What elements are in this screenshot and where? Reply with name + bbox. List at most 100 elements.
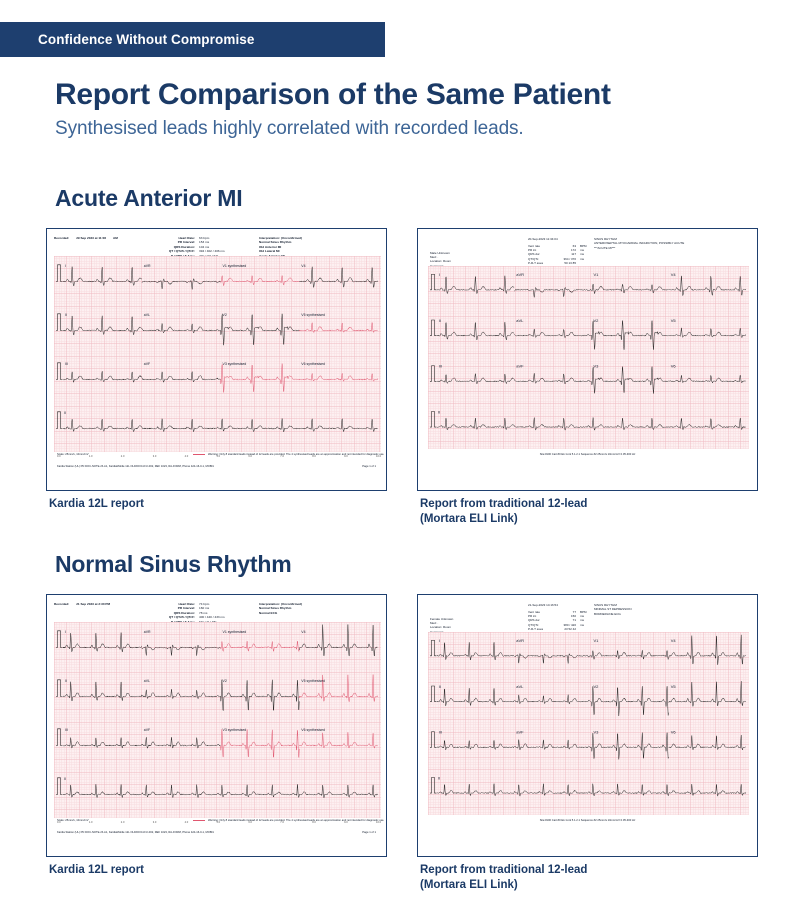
text-line: ***ACUTE MI*** xyxy=(594,245,616,250)
page-subtitle: Synthesised leads highly correlated with… xyxy=(55,118,524,139)
measurement-val: 50 13 85 xyxy=(564,260,576,265)
axis-tick-label: 3.0 xyxy=(152,821,157,824)
axis-tick-label: 0.0 xyxy=(57,821,61,824)
text-line: SINUS RHYTHM xyxy=(594,603,617,607)
measurement-unit: ms xyxy=(580,256,584,261)
footer-warning: Warning: Only 8 standard leads instead o… xyxy=(193,453,384,456)
measurement-value: 63 bpm xyxy=(199,236,210,240)
measurement-label: QT / QTcB / QTcF: xyxy=(168,615,195,620)
measurement-value: 394 / 402 / 406 ms xyxy=(199,249,225,254)
measurement-row: QRS Duration:78 ms xyxy=(141,611,257,615)
ecg-grid-area xyxy=(428,632,749,815)
measurement-row: PR Interval:160 ms xyxy=(141,606,257,610)
measurement-unit xyxy=(576,627,598,631)
measurement-val: 117 xyxy=(571,252,576,257)
measurement-label: Heart Rate: xyxy=(178,236,195,240)
caption-mortara-nsr: Report from traditional 12-lead (Mortara… xyxy=(420,863,587,893)
interpretation-title: Interpretation: (Unconfirmed) xyxy=(259,602,302,606)
measurement-row: P-R-T axes 50 13 85 xyxy=(528,261,598,265)
axis-tick-label: 5.0 xyxy=(216,821,221,824)
measurement-value: 74 bpm xyxy=(199,602,210,606)
ecg-sheet: Recorded: 29 Sep 2023 at 11:06 AM Heart … xyxy=(47,229,386,490)
measurement-val: 172 xyxy=(570,248,576,253)
interpretation-line: Normal ECG xyxy=(259,610,278,615)
footer-disclaimer: Kardia Station (UL) PN DOC-NOTE-v5-A1, K… xyxy=(57,465,214,468)
recorded-line: Recorded: 29 Sep 2023 at 11:06 AM xyxy=(54,236,118,240)
measurement-val: 63 xyxy=(572,244,576,248)
measurement-unit: BPM xyxy=(580,610,587,614)
measurement-val: 380 / 420 xyxy=(563,622,576,627)
interpretation-line: Old Anterior MI xyxy=(259,244,282,249)
recorded-label: Recorded: xyxy=(54,602,70,606)
axis-tick-label: 6.0 xyxy=(248,821,252,824)
report-panel-kardia-nsr[interactable]: Recorded: 21 Sep 2023 at 2:30 PM Heart R… xyxy=(46,594,387,857)
text-line: Location: Room xyxy=(430,625,452,630)
measurement-label: QRS Duration: xyxy=(173,610,195,615)
measurement-row: PR Interval:153 ms xyxy=(141,240,257,244)
ecg-grid-area xyxy=(54,256,381,452)
measurement-lbl: QRS dur xyxy=(528,618,540,623)
measurement-lbl: P-R-T axes xyxy=(528,626,544,631)
footer-warning-text: Warning: Only 8 standard leads instead o… xyxy=(208,819,385,822)
axis-tick-label: 7.0 xyxy=(280,455,284,458)
measurement-val: 77 xyxy=(572,610,576,614)
axis-tick-label: 4.0 xyxy=(184,455,189,458)
axis-tick-label: 1.0 xyxy=(88,821,93,824)
measurement-label: PR Interval: xyxy=(177,606,195,611)
measurement-val: 364 / 370 xyxy=(563,256,576,261)
text-line: SINUS RHYTHM xyxy=(594,237,617,241)
interpretation-title: Interpretation: (Unconfirmed) xyxy=(259,236,302,240)
ecg-grid-area xyxy=(428,266,749,449)
footer-device-info: Site:#100 Cart:#0 ELI Link 5.1.2.1 Seque… xyxy=(539,453,636,456)
caption-line-1: Report from traditional 12-lead xyxy=(420,498,588,510)
measurement-value: 104 ms xyxy=(199,244,210,249)
recording-datetime: 20-Sep-2023 11:34:04 xyxy=(528,237,558,241)
measurement-lbl: Vent rate xyxy=(528,610,541,614)
interpretation-block: Interpretation: (Unconfirmed)Normal Sinu… xyxy=(259,236,302,258)
text-line: BORDERLINE ECG xyxy=(594,611,621,616)
measurement-unit: ms xyxy=(580,618,584,623)
page-title: Report Comparison of the Same Patient xyxy=(55,78,611,111)
text-line: Location: Room xyxy=(430,259,452,264)
axis-tick-label: 3.0 xyxy=(152,455,157,458)
measurement-unit: ms xyxy=(580,248,584,253)
text-line: Med: . xyxy=(430,255,439,260)
caption-line-2: (Mortara ELI Link) xyxy=(420,513,518,525)
footer-scale: Scale: 25mm/s, 10mm/mV xyxy=(57,453,89,456)
measurement-unit: ms xyxy=(580,614,584,619)
measurement-row: P / QRS / T Axis:63° / 4° / 38° xyxy=(141,620,257,624)
interpretation-line: Old Lateral MI xyxy=(259,249,280,254)
ecg-grid-area xyxy=(54,622,381,818)
measurement-lbl: P-R-T axes xyxy=(528,260,544,265)
measurement-lbl: Vent rate xyxy=(528,244,541,248)
footer-page-number: Page 1 of 1 xyxy=(362,465,376,468)
ecg-sheet: Recorded: 21 Sep 2023 at 2:30 PM Heart R… xyxy=(47,595,386,856)
axis-tick-label: 1.0 xyxy=(88,455,93,458)
interpretation-line: Acute Anterior MI xyxy=(259,254,302,258)
text-line: Male Unknown xyxy=(430,251,450,255)
measurement-row: QT / QTcB / QTcF:394 / 402 / 406 ms xyxy=(141,249,257,253)
axis-tick-label: 4.0 xyxy=(184,821,189,824)
measurement-val: 71 xyxy=(572,618,576,623)
recorded-label: Recorded: xyxy=(54,236,70,240)
axis-tick-label: 9.0 xyxy=(344,455,348,458)
legend-dash-icon xyxy=(193,819,205,821)
axis-tick-label: 7.0 xyxy=(280,821,284,824)
recording-datetime: 21-Sep-2023 14:16:54 xyxy=(528,603,558,607)
caption-mortara-mi: Report from traditional 12-lead (Mortara… xyxy=(420,497,587,527)
report-panel-kardia-mi[interactable]: Recorded: 29 Sep 2023 at 11:06 AM Heart … xyxy=(46,228,387,491)
